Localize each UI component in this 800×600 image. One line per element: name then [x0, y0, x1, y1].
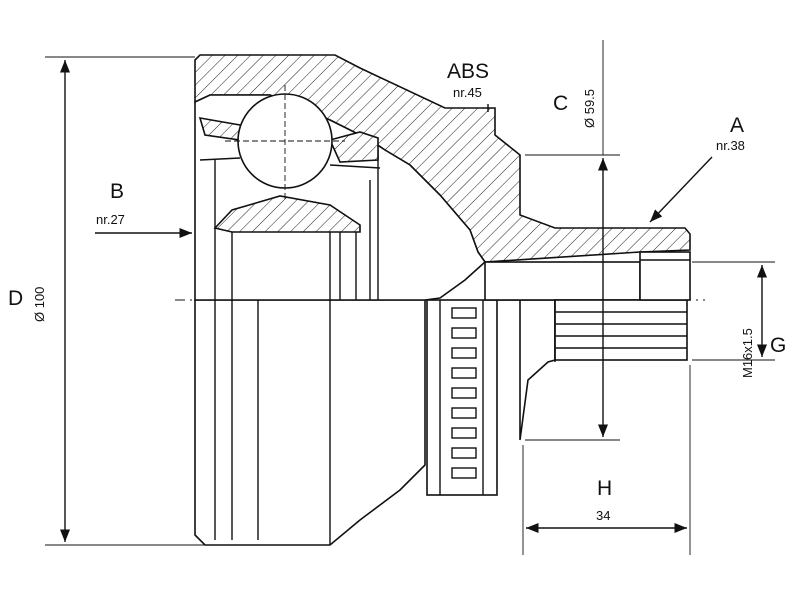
- dimension-c: [525, 40, 620, 441]
- label-a: A: [730, 114, 744, 137]
- label-d: D: [8, 287, 23, 310]
- outer-housing: [194, 54, 691, 546]
- label-b-nr: nr.27: [96, 212, 125, 227]
- dimension-h: [522, 365, 691, 555]
- abs-tooth: [451, 467, 477, 479]
- abs-tooth: [451, 447, 477, 459]
- abs-ring: [426, 299, 498, 496]
- leader-a: [649, 156, 713, 223]
- abs-tooth: [451, 387, 477, 399]
- label-g: G: [770, 334, 786, 357]
- label-h-dim: 34: [596, 508, 610, 523]
- label-h: H: [597, 477, 612, 500]
- label-c: C: [553, 92, 568, 115]
- stub-shaft: [484, 251, 691, 441]
- label-c-dim: Ø 59.5: [582, 89, 597, 128]
- abs-tooth: [451, 367, 477, 379]
- label-abs-nr: nr.45: [453, 85, 482, 100]
- abs-tooth: [451, 307, 477, 319]
- dimension-g: [692, 261, 775, 361]
- abs-tooth: [451, 347, 477, 359]
- label-a-nr: nr.38: [716, 138, 745, 153]
- label-g-dim: M16x1.5: [740, 328, 755, 378]
- abs-tooth: [451, 407, 477, 419]
- abs-tooth: [451, 427, 477, 439]
- label-b: B: [110, 180, 124, 203]
- dimension-d: [45, 56, 205, 546]
- abs-tooth: [451, 327, 477, 339]
- label-d-dim: Ø 100: [32, 287, 47, 322]
- label-abs: ABS: [447, 60, 489, 83]
